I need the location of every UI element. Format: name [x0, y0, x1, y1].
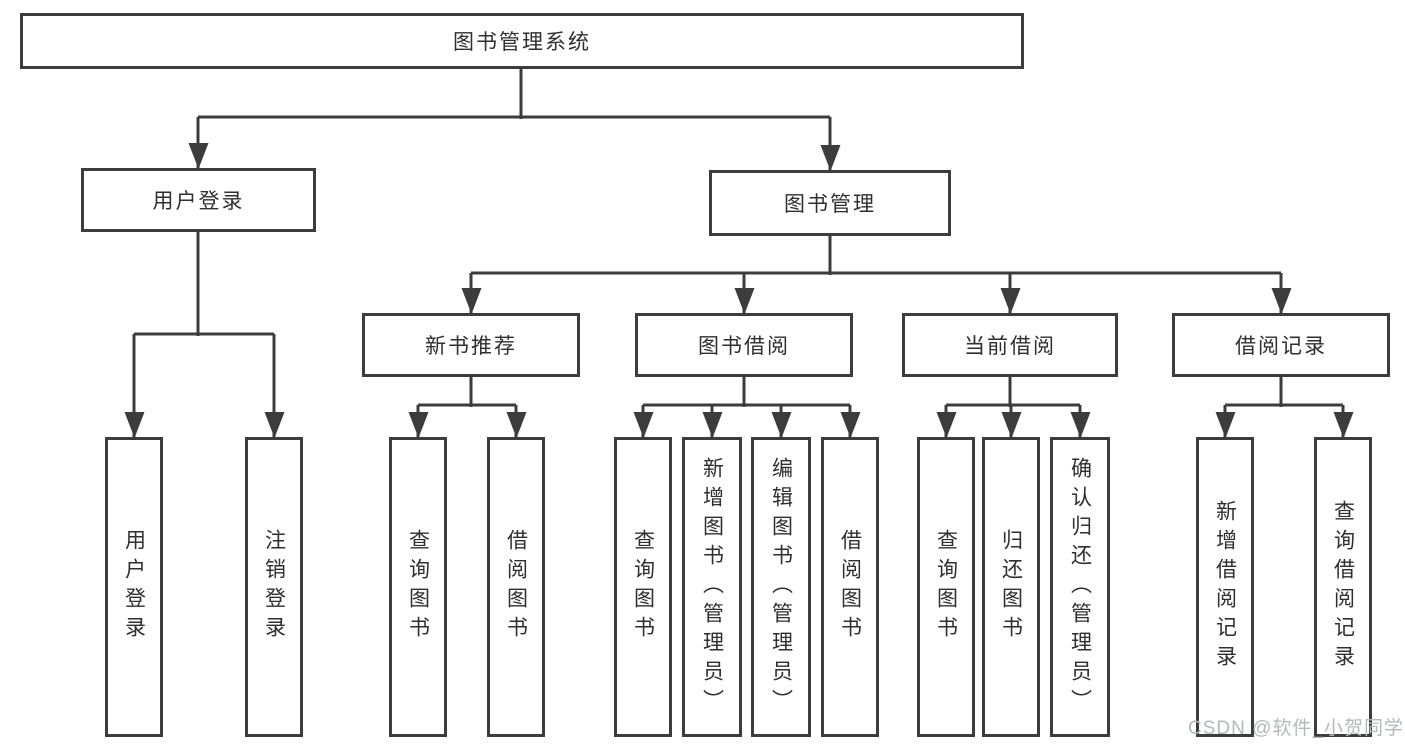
leaf-add-book-admin: 新增图书（管理员）	[682, 437, 742, 737]
leaf-query-book-recommend-label: 查询图书	[406, 529, 430, 645]
leaf-user-login: 用户登录	[105, 437, 163, 737]
leaf-confirm-return-admin-label: 确认归还（管理员）	[1068, 456, 1092, 718]
arrow-down-book-borrow-child-3	[779, 405, 783, 437]
leaf-edit-book-admin: 编辑图书（管理员）	[751, 437, 811, 737]
arrow-down-to-current-borrowing	[1008, 273, 1012, 313]
arrow-down-current-borrow-child-3	[1078, 405, 1082, 437]
leaf-add-book-admin-label: 新增图书（管理员）	[700, 456, 724, 718]
arrow-down-to-book-management	[828, 117, 832, 170]
arrow-down-new-book-child-2	[514, 405, 518, 437]
leaf-return-book-label: 归还图书	[999, 529, 1023, 645]
arrow-down-book-borrow-child-4	[848, 405, 852, 437]
leaf-logout: 注销登录	[245, 437, 303, 737]
leaf-add-borrow-record-label: 新增借阅记录	[1213, 500, 1237, 674]
arrow-down-to-leaf-user-login	[132, 334, 136, 437]
node-user-login: 用户登录	[81, 168, 316, 232]
connector-root-stem	[519, 69, 523, 119]
leaf-user-login-label: 用户登录	[122, 529, 146, 645]
node-new-book-recommend: 新书推荐	[362, 313, 580, 377]
arrow-down-new-book-child-1	[416, 405, 420, 437]
arrow-down-current-borrow-child-1	[944, 405, 948, 437]
connector-book-borrow-stem	[742, 377, 746, 407]
leaf-confirm-return-admin: 确认归还（管理员）	[1050, 437, 1110, 737]
arrow-down-borrow-record-child-2	[1341, 405, 1345, 437]
connector-book-mgmt-rail	[471, 271, 1281, 275]
arrow-down-to-leaf-logout	[272, 334, 276, 437]
connector-book-borrow-rail	[643, 403, 850, 407]
leaf-query-book-recommend: 查询图书	[389, 437, 447, 737]
arrow-down-to-new-book-recommend	[469, 273, 473, 313]
connector-book-mgmt-stem	[828, 236, 832, 275]
node-book-borrowing: 图书借阅	[635, 313, 853, 377]
arrow-down-current-borrow-child-2	[1009, 405, 1013, 437]
leaf-edit-book-admin-label: 编辑图书（管理员）	[769, 456, 793, 718]
node-library-system: 图书管理系统	[20, 13, 1024, 69]
connector-current-borrow-stem	[1008, 377, 1012, 407]
node-borrowing-records: 借阅记录	[1172, 313, 1390, 377]
leaf-query-book-current-label: 查询图书	[934, 529, 958, 645]
leaf-borrow-book-label: 借阅图书	[838, 529, 862, 645]
connector-borrow-record-stem	[1279, 377, 1283, 407]
connector-borrow-record-rail	[1225, 403, 1343, 407]
arrow-down-borrow-record-child-1	[1223, 405, 1227, 437]
leaf-query-borrow-record: 查询借阅记录	[1314, 437, 1372, 737]
csdn-watermark: CSDN @软件_小贺同学	[1188, 718, 1404, 739]
leaf-logout-label: 注销登录	[262, 529, 286, 645]
arrow-down-book-borrow-child-2	[710, 405, 714, 437]
arrow-down-to-book-borrowing	[742, 273, 746, 313]
leaf-borrow-book: 借阅图书	[821, 437, 879, 737]
arrow-down-book-borrow-child-1	[641, 405, 645, 437]
leaf-query-borrow-record-label: 查询借阅记录	[1331, 500, 1355, 674]
connector-user-login-stem	[196, 232, 200, 336]
leaf-borrow-book-recommend: 借阅图书	[487, 437, 545, 737]
connector-new-book-stem	[469, 377, 473, 407]
connector-user-login-rail	[134, 332, 274, 336]
arrow-down-to-user-login	[196, 117, 200, 168]
leaf-query-book-borrowing-label: 查询图书	[631, 529, 655, 645]
node-book-management: 图书管理	[709, 170, 951, 236]
leaf-query-book-borrowing: 查询图书	[614, 437, 672, 737]
node-current-borrowing: 当前借阅	[902, 313, 1118, 377]
connector-root-rail	[198, 115, 830, 119]
connector-new-book-rail	[418, 403, 516, 407]
leaf-add-borrow-record: 新增借阅记录	[1196, 437, 1254, 737]
leaf-return-book: 归还图书	[982, 437, 1040, 737]
leaf-borrow-book-recommend-label: 借阅图书	[504, 529, 528, 645]
connector-current-borrow-rail	[946, 403, 1080, 407]
arrow-down-to-borrowing-records	[1279, 273, 1283, 313]
leaf-query-book-current: 查询图书	[917, 437, 975, 737]
